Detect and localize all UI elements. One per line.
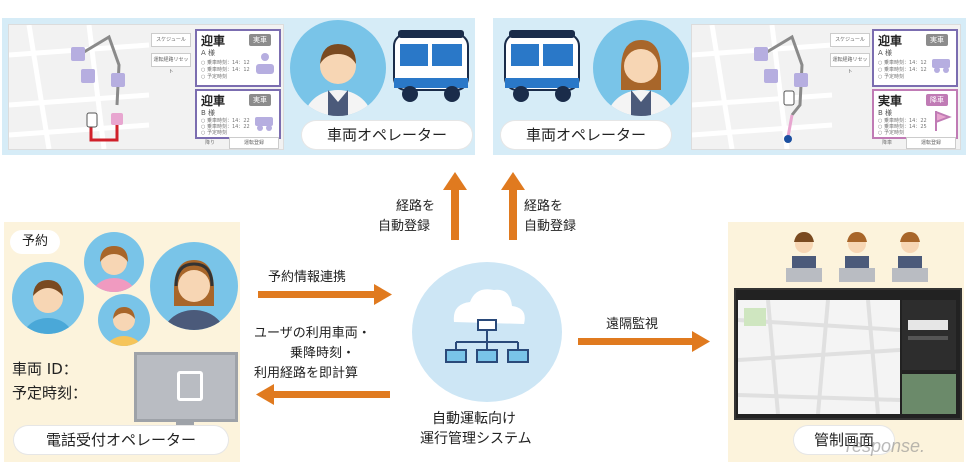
- card-status: 迎車: [878, 34, 903, 48]
- passenger-name: A 様: [201, 49, 216, 57]
- schedule-button[interactable]: スケジュール: [830, 33, 870, 47]
- card-line: ○ 予定時刻: [201, 130, 227, 136]
- control-operators: [786, 232, 928, 282]
- route-map-left: [9, 25, 150, 149]
- card-line: ○ 予定時刻: [878, 74, 904, 80]
- customer-avatar-woman: [84, 232, 144, 292]
- calc-label-3: 利用経路を即計算: [254, 366, 359, 381]
- operator-avatar-left: [290, 20, 386, 116]
- vehicle-app-screen-left: スケジュール 運転経路リセット 迎車 実車 A 様 ○ 乗車時刻：14：12 ○…: [8, 24, 284, 150]
- flag-icon: [935, 111, 952, 131]
- card-line: ○ 乗車時刻：14：12: [201, 60, 250, 66]
- system-label-1: 自動運転向け: [432, 411, 516, 427]
- customer-avatar-man: [12, 262, 84, 334]
- card-line: ○ 予定時刻: [878, 130, 904, 136]
- card-line: ○ 乗車時刻：14：22: [878, 118, 927, 124]
- status-badge: 実車: [249, 34, 271, 46]
- route-auto-register-left-1: 経路を: [396, 199, 436, 214]
- pickup-card-a[interactable]: 迎車 実車 A 様 ○ 乗車時刻：14：12 ○ 乗車時刻：14：12 ○ 予定…: [872, 29, 958, 87]
- phone-operator-label: 電話受付オペレーター: [14, 426, 228, 454]
- status-badge: 実車: [249, 94, 271, 106]
- control-map: [738, 300, 900, 414]
- route-map-right: [692, 25, 833, 149]
- control-screen-label: 管制画面: [794, 426, 894, 454]
- headset-icon: [163, 260, 225, 330]
- scheduled-time-label: 予定時刻：: [12, 384, 88, 402]
- camera-view: [902, 374, 956, 414]
- status-badge: 降車: [926, 94, 948, 106]
- passenger-name: A 様: [878, 49, 893, 57]
- card-line: ○ 乗車時刻：14：12: [878, 67, 927, 73]
- phone-reception-panel: 予約 車両 ID： 予定時刻： 電話受付オペレーター: [4, 222, 240, 462]
- route-reset-button[interactable]: 運転経路リセット: [830, 53, 870, 75]
- operator-illustration: [607, 40, 675, 116]
- pickup-card-b[interactable]: 迎車 実車 B 様 ○ 乗車時刻：14：22 ○ 乗車時刻：14：22 ○ 予定…: [195, 89, 281, 139]
- top-right-panel: 車両オペレーター スケジュール 運転経路リセット 迎車 実車 A 様 ○ 乗車時…: [493, 18, 966, 155]
- bus-icon: [393, 30, 469, 102]
- vehicle-operator-label-right: 車両オペレーター: [501, 121, 671, 149]
- watermark-logo: response.: [846, 436, 926, 456]
- reservation-link-label: 予約情報連携: [268, 270, 347, 285]
- card-line: ○ 乗車時刻：14：22: [201, 124, 250, 130]
- car-icon: [255, 117, 273, 131]
- bus-icon: [504, 30, 580, 102]
- schedule-button[interactable]: スケジュール: [151, 33, 191, 47]
- passenger-icon: [256, 53, 274, 74]
- route-reset-button[interactable]: 運転経路リセット: [151, 53, 191, 75]
- operator-avatar-right: [593, 20, 689, 116]
- system-cloud-circle: [412, 262, 562, 402]
- route-auto-register-right-2: 自動登録: [524, 219, 577, 234]
- card-status: 実車: [878, 94, 903, 108]
- footer-label: 降り: [205, 140, 216, 146]
- vehicle-app-screen-right: スケジュール 運転経路リセット 迎車 実車 A 様 ○ 乗車時刻：14：12 ○…: [691, 24, 961, 150]
- calc-label-1: ユーザの利用車両・: [254, 326, 371, 341]
- passenger-name: B 様: [878, 109, 893, 117]
- operator-illustration: [304, 44, 372, 116]
- customer-avatar-child: [98, 294, 150, 346]
- drive-register-button[interactable]: 運転登録: [906, 137, 956, 149]
- phone-operator-avatar: [150, 242, 238, 330]
- vehicle-operator-label-left: 車両オペレーター: [302, 121, 472, 149]
- card-status: 迎車: [201, 34, 226, 48]
- passenger-name: B 様: [201, 109, 216, 117]
- control-screen-panel: 管制画面: [728, 222, 964, 462]
- pc-monitor: [134, 352, 238, 422]
- control-side-panel: [902, 300, 956, 370]
- calc-label-2: 乗降時刻・: [290, 346, 356, 361]
- card-line: ○ 乗車時刻：14：12: [878, 60, 927, 66]
- route-auto-register-left-2: 自動登録: [378, 219, 431, 234]
- vehicle-id-label: 車両 ID：: [12, 360, 78, 378]
- drive-register-button[interactable]: 運転登録: [229, 137, 279, 149]
- cloud-network-icon: [445, 289, 529, 363]
- top-left-panel: スケジュール 運転経路リセット 迎車 実車 A 様 ○ 乗車時刻：14：12 ○…: [2, 18, 475, 155]
- card-line: ○ 予定時刻: [201, 74, 227, 80]
- control-monitor: [734, 288, 962, 420]
- card-line: ○ 乗車時刻：14：22: [201, 118, 250, 124]
- reservation-badge: 予約: [10, 230, 60, 254]
- pickup-card-a[interactable]: 迎車 実車 A 様 ○ 乗車時刻：14：12 ○ 乗車時刻：14：12 ○ 予定…: [195, 29, 281, 87]
- card-line: ○ 乗車時刻：14：12: [201, 67, 250, 73]
- status-badge: 実車: [926, 34, 948, 46]
- footer-label: 降車: [882, 140, 893, 146]
- card-status: 迎車: [201, 94, 226, 108]
- route-auto-register-right-1: 経路を: [524, 199, 564, 214]
- pc-monitor-stand: [176, 420, 194, 430]
- car-icon: [932, 59, 950, 73]
- system-label-2: 運行管理システム: [420, 431, 532, 447]
- card-line: ○ 乗車時刻：14：25: [878, 124, 927, 130]
- remote-monitor-label: 遠隔監視: [606, 317, 659, 332]
